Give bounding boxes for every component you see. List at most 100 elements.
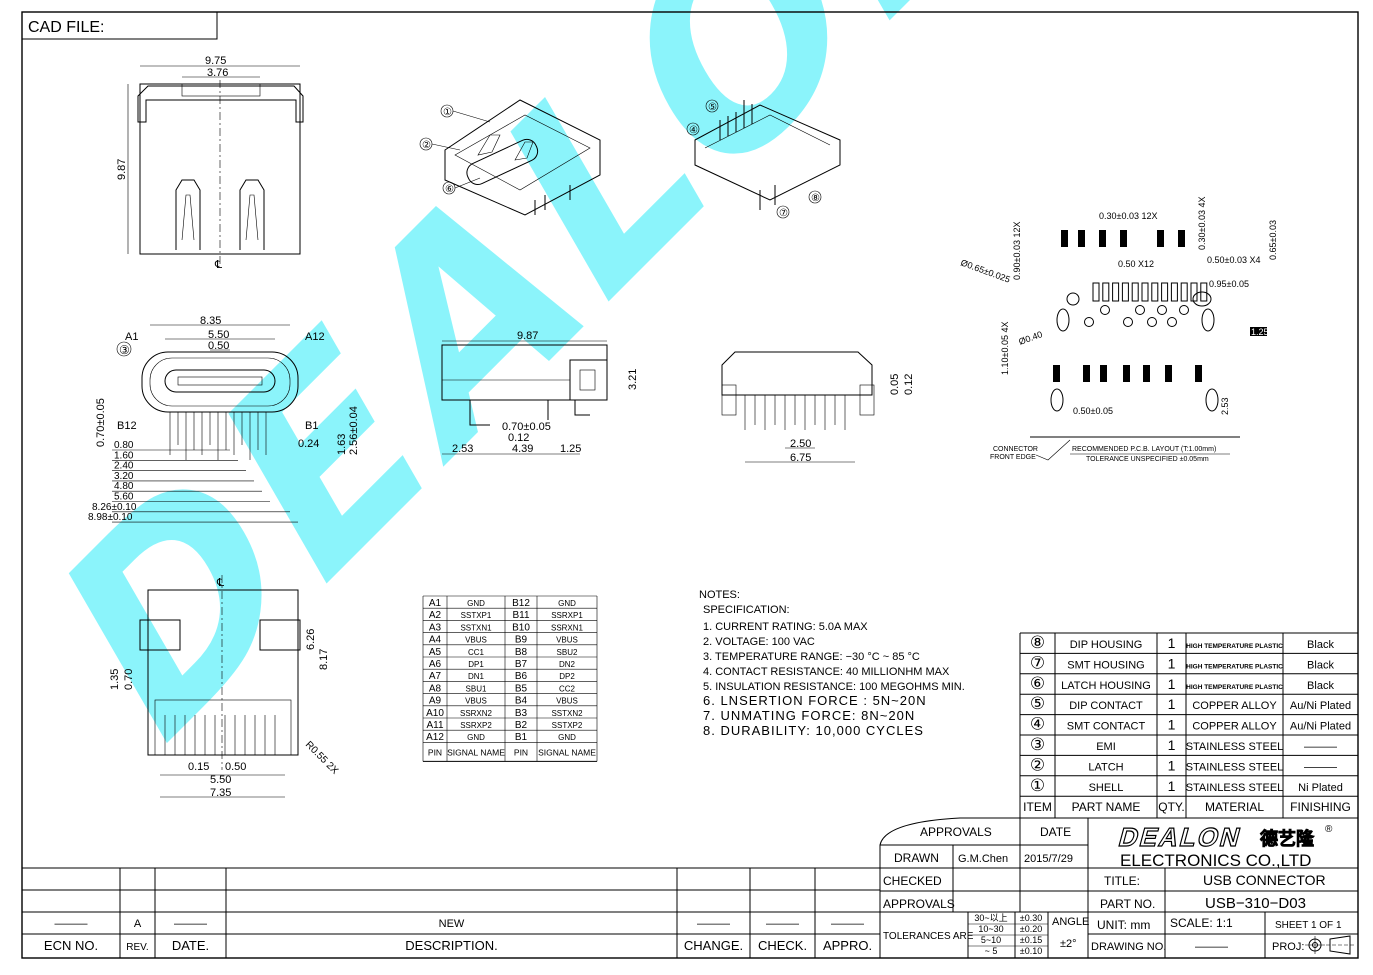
projection-label: PROJ: xyxy=(1272,941,1304,953)
finishing-cell: Black xyxy=(1307,659,1334,671)
dim-label: 6.75 xyxy=(790,452,811,464)
signal-name-cell: CC1 xyxy=(468,648,485,657)
dim-label: 0.30±0.03 12X xyxy=(1099,211,1158,221)
title-value: USB CONNECTOR xyxy=(1203,872,1326,888)
signal-name-cell: SSTXN2 xyxy=(551,709,583,718)
approvals-header: APPROVALS xyxy=(920,825,992,839)
pad-dim-tag xyxy=(1053,365,1060,382)
date-header: DATE xyxy=(1040,825,1071,839)
dim-label: 1.25 xyxy=(1251,327,1269,337)
callout-label: ⑧ xyxy=(811,193,820,204)
part-name-cell: SHELL xyxy=(1089,782,1124,794)
dim-label: 0.80 xyxy=(114,440,134,451)
pin-cell: B9 xyxy=(515,635,528,646)
revision-cell: A xyxy=(134,918,142,930)
revision-cell: ——— xyxy=(831,918,864,930)
part-name-cell: LATCH HOUSING xyxy=(1061,680,1151,692)
material-cell: HIGH TEMPERATURE PLASTIC xyxy=(1186,684,1283,691)
revision-header: REV. xyxy=(126,942,148,953)
dim-label: 7.35 xyxy=(210,787,231,799)
table-header: FINISHING xyxy=(1290,800,1351,814)
dim-label: 0.30±0.03 4X xyxy=(1197,197,1207,250)
dim-label: 3.20 xyxy=(114,471,134,482)
material-cell: STAINLESS STEEL xyxy=(1186,782,1284,794)
item-cell: ④ xyxy=(1030,715,1045,734)
pad-dim-tag xyxy=(1099,230,1106,247)
signal-name-cell: SSTXN1 xyxy=(460,623,492,632)
signal-name-cell: SBU2 xyxy=(557,648,578,657)
dip-pad xyxy=(1135,305,1145,315)
pin-cell: B10 xyxy=(512,622,530,633)
checked-label: CHECKED xyxy=(883,874,942,888)
item-cell: ① xyxy=(1030,776,1045,795)
table-header: SIGNAL NAME xyxy=(447,747,505,757)
scale-value: SCALE: 1:1 xyxy=(1170,916,1233,930)
callout-label: ⑦ xyxy=(779,208,788,219)
qty-cell: 1 xyxy=(1168,696,1176,712)
signal-name-cell: DN1 xyxy=(468,672,485,681)
dim-label: 0.50±0.03 X4 xyxy=(1207,255,1260,265)
revision-cell: NEW xyxy=(439,918,465,930)
part-name-cell: EMI xyxy=(1096,741,1116,753)
dim-label: 6.26 xyxy=(305,629,317,650)
notes-subtitle: SPECIFICATION: xyxy=(703,604,790,616)
note-item: 5. INSULATION RESISTANCE: 100 MEGOHMS MI… xyxy=(703,681,965,693)
dim-label: 5.60 xyxy=(114,492,134,503)
material-cell: HIGH TEMPERATURE PLASTIC xyxy=(1186,663,1283,670)
item-cell: ⑥ xyxy=(1030,674,1045,693)
pad-dim-tag xyxy=(1100,365,1107,382)
dim-label: 3.76 xyxy=(207,67,228,79)
stacked-dimensions: 0.801.602.403.204.805.608.26±0.108.98±0.… xyxy=(88,440,298,523)
pad-dim-tag xyxy=(1195,365,1202,382)
dim-label: 0.95±0.05 xyxy=(1209,279,1249,289)
table-header: ITEM xyxy=(1023,800,1052,814)
pin-cell: A10 xyxy=(426,708,444,719)
pin-cell: A11 xyxy=(426,720,443,731)
pin-cell: A7 xyxy=(429,671,442,682)
company-name: ELECTRONICS CO.,LTD xyxy=(1120,851,1311,870)
material-cell: STAINLESS STEEL xyxy=(1186,761,1284,773)
material-cell: COPPER ALLOY xyxy=(1192,700,1277,712)
dim-label: 5.50 xyxy=(210,774,231,786)
pin-label: A1 xyxy=(125,331,138,343)
finishing-cell: ——— xyxy=(1304,761,1337,773)
material-cell: STAINLESS STEEL xyxy=(1186,741,1284,753)
third-angle-projection-icon xyxy=(1305,935,1356,955)
note-item: 4. CONTACT RESISTANCE: 40 MILLIONHM MAX xyxy=(703,666,950,678)
tolerance-range: 5~10 xyxy=(981,935,1001,945)
revision-block: ———A———NEW—————————ECN NO.REV.DATE.DESCR… xyxy=(44,868,872,958)
dim-label: R0.55 2X xyxy=(303,739,340,776)
signal-name-cell: GND xyxy=(558,733,576,742)
dim-label: 8.26±0.10 xyxy=(92,502,137,513)
smt-pad xyxy=(1190,282,1198,302)
pin-cell: A1 xyxy=(429,598,442,609)
smt-pad xyxy=(1131,282,1139,302)
centerline-mark: ℄ xyxy=(214,259,222,271)
connector-edge-label: CONNECTOR xyxy=(993,446,1038,453)
tolerances-label: TOLERANCES ARE xyxy=(883,931,974,942)
dim-label: 0.50 X12 xyxy=(1118,259,1154,269)
angle-value: ±2° xyxy=(1060,938,1077,950)
revision-header: DATE. xyxy=(172,938,209,953)
signal-name-cell: SSRXP1 xyxy=(551,611,583,620)
dim-label: 2.50 xyxy=(790,438,811,450)
top-view: 9.75 3.76 9.87 ℄ xyxy=(116,55,304,271)
signal-name-cell: SSTXP2 xyxy=(552,721,583,730)
dim-label: 2.53 xyxy=(452,443,473,455)
dim-label: 4.39 xyxy=(512,443,533,455)
signal-name-cell: DN2 xyxy=(559,660,576,669)
side-view: 9.87 3.21 0.70±0.05 0.12 2.53 4.39 1.25 xyxy=(441,330,639,455)
signal-name-cell: GND xyxy=(467,733,485,742)
pin-cell: B5 xyxy=(515,683,528,694)
item-cell: ⑧ xyxy=(1030,633,1045,652)
table-header: PIN xyxy=(514,747,528,757)
tolerance-value: ±0.15 xyxy=(1020,935,1042,945)
pin-cell: B3 xyxy=(515,708,528,719)
dip-pad xyxy=(1157,305,1167,315)
revision-cell: ——— xyxy=(766,918,799,930)
pcb-tolerance: TOLERANCE UNSPECIFIED ±0.05mm xyxy=(1086,456,1209,463)
smt-pad xyxy=(1141,282,1149,302)
note-item: 8. DURABILITY: 10,000 CYCLES xyxy=(703,723,924,738)
signal-name-cell: SSTXP1 xyxy=(461,611,492,620)
